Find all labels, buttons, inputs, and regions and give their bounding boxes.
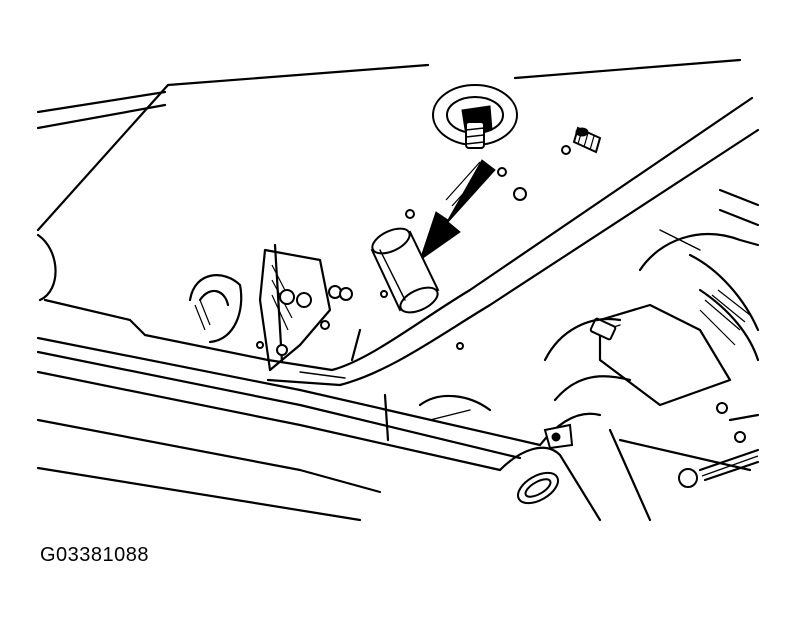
figure-id-label: G03381088 [40,544,150,566]
access-hole-left [188,274,243,344]
lower-frame [36,336,752,522]
mounting-bracket [256,243,353,372]
vehicle-underbody-line-drawing [36,58,760,522]
stud [561,126,602,155]
floor-panel [36,58,742,337]
mounting-nut [432,84,518,149]
panel-holes [380,167,527,350]
bushing-insert [370,227,440,314]
installation-arrow-icon [419,159,496,262]
side-rail [143,96,760,387]
suspension-assembly [543,233,760,488]
oval-slot [517,471,559,505]
retaining-clip [543,423,574,450]
interior-detail-lines [383,188,760,442]
